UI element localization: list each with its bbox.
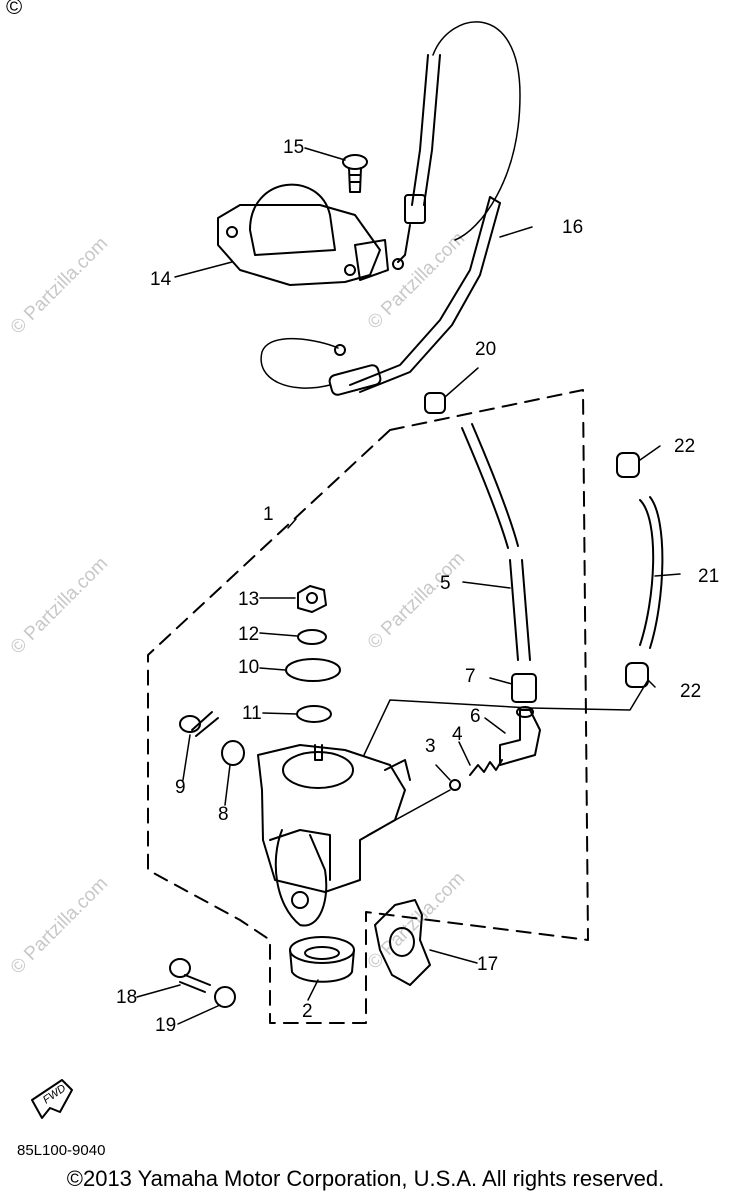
gasket-17-hole — [389, 927, 415, 957]
assembly-boundary — [147, 389, 589, 1024]
cable-end — [397, 224, 411, 263]
gasket-17 — [374, 899, 431, 986]
callout-10: 10 — [238, 657, 259, 678]
clip-22-top — [616, 452, 640, 478]
nut-13 — [297, 585, 327, 613]
bolt-9 — [179, 711, 219, 737]
callout-15: 15 — [283, 137, 304, 158]
hose-5-upper — [461, 423, 519, 549]
clip-22-bottom — [625, 662, 649, 688]
part-code: 85L100-9040 — [17, 1142, 106, 1159]
hose-21 — [639, 496, 664, 649]
watermark: © Partzilla.com — [7, 553, 112, 658]
callout-16: 16 — [562, 217, 583, 238]
washer-8 — [221, 740, 245, 766]
callout-17: 17 — [477, 954, 498, 975]
copyright-notice: ©2013 Yamaha Motor Corporation, U.S.A. A… — [66, 1166, 665, 1191]
bolt-18 — [169, 958, 211, 993]
callout-2: 2 — [302, 1001, 313, 1022]
watermark: © Partzilla.com — [364, 228, 469, 333]
copyright-symbol: © — [6, 0, 23, 19]
lock-washer-12 — [297, 629, 327, 645]
check-ball-3 — [449, 779, 461, 791]
callout-5: 5 — [440, 573, 451, 594]
fuel-pump-body — [257, 744, 411, 927]
callout-18: 18 — [116, 987, 137, 1008]
hose-16-wire-end — [334, 344, 346, 356]
pump-cover — [217, 183, 389, 286]
callout-7: 7 — [465, 666, 476, 687]
fitting-6 — [499, 706, 541, 766]
clip-7 — [511, 673, 537, 703]
hose-16-wire — [260, 338, 339, 389]
callout-22: 22 — [680, 681, 701, 702]
clip-20 — [424, 392, 446, 414]
callout-3: 3 — [425, 736, 436, 757]
hose-16-end — [489, 196, 501, 204]
callout-8: 8 — [218, 804, 229, 825]
callout-19: 19 — [155, 1015, 176, 1036]
washer-19 — [214, 986, 236, 1008]
cable-adjuster — [404, 194, 426, 224]
callout-13: 13 — [238, 589, 259, 610]
cable-sheath — [411, 54, 441, 206]
washer-10 — [285, 658, 341, 682]
washer-11 — [296, 705, 332, 723]
callout-9: 9 — [175, 777, 186, 798]
callout-20: 20 — [475, 339, 496, 360]
callout-14: 14 — [150, 269, 172, 290]
seal-2 — [289, 936, 355, 983]
leader-lines — [136, 147, 681, 1025]
callout-6: 6 — [470, 706, 481, 727]
callout-1: 1 — [263, 504, 274, 525]
callout-11: 11 — [242, 703, 262, 724]
watermark: © Partzilla.com — [7, 873, 112, 978]
callout-labels: 1 2 3 4 5 6 7 8 9 10 11 12 13 14 15 16 1… — [116, 137, 719, 1036]
cable-end-ball — [392, 258, 404, 270]
callout-4: 4 — [452, 724, 463, 745]
throttle-cable — [432, 21, 521, 241]
callout-21: 21 — [698, 566, 719, 587]
callout-22: 22 — [674, 436, 695, 457]
screw-15 — [342, 154, 368, 193]
watermark: © Partzilla.com — [364, 548, 469, 653]
callout-12: 12 — [238, 624, 259, 645]
watermark: © Partzilla.com — [7, 233, 112, 338]
spring-4 — [469, 759, 503, 776]
hose-5-lower — [509, 559, 531, 661]
fwd-arrow-icon — [31, 1079, 73, 1119]
hose-16 — [349, 196, 501, 393]
hose-16-clamp — [328, 364, 382, 396]
